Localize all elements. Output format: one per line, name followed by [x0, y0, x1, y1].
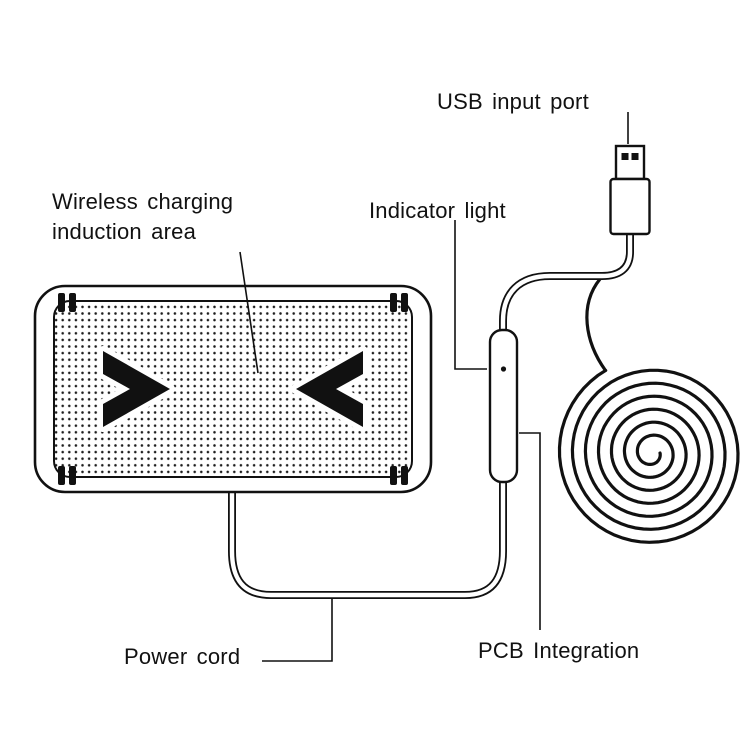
usb-contact-left [621, 153, 629, 160]
leader-lines [239, 112, 629, 662]
label-usb-input-port: USB input port [437, 89, 589, 114]
pcb-module [488, 328, 519, 484]
clip-bottom-left-a [58, 466, 65, 485]
leader-indicator [454, 220, 487, 370]
leader-wireless [239, 251, 259, 374]
clip-bottom-right-b [401, 466, 408, 485]
label-wireless-line1: Wireless charging [52, 189, 234, 214]
leader-pcb [519, 432, 541, 630]
usb-metal-shell [614, 144, 646, 181]
usb-cable-core [500, 233, 633, 338]
power-cord-core [229, 476, 506, 598]
charging-pad [33, 284, 433, 494]
usb-plug [609, 144, 651, 236]
pad-induction-area [53, 300, 413, 478]
arrow-left-icon [291, 346, 368, 432]
coil-spiral [557, 368, 740, 544]
cords [228, 233, 634, 599]
pad-corner-clips [58, 293, 408, 485]
arrow-right-icon [98, 346, 175, 432]
label-wireless-induction: Wireless charging induction area [52, 187, 233, 246]
power-cord-run [228, 476, 507, 599]
clip-top-left-b [69, 293, 76, 312]
label-power-cord: Power cord [124, 644, 241, 669]
pcb-module-body [488, 328, 519, 484]
usb-body [609, 177, 651, 236]
clip-top-left-a [58, 293, 65, 312]
usb-cable [499, 233, 634, 338]
clip-bottom-right-a [390, 466, 397, 485]
coil-tail [585, 277, 608, 373]
leader-power [262, 598, 333, 662]
label-indicator-light: Indicator light [369, 198, 506, 223]
label-pcb-integration: PCB Integration [478, 638, 640, 663]
coiled-cord [557, 277, 740, 544]
indicator-dot [500, 366, 507, 372]
label-wireless-line2: induction area [52, 218, 197, 244]
clip-top-right-a [390, 293, 397, 312]
usb-contact-right [631, 153, 639, 160]
clip-bottom-left-b [69, 466, 76, 485]
clip-top-right-b [401, 293, 408, 312]
